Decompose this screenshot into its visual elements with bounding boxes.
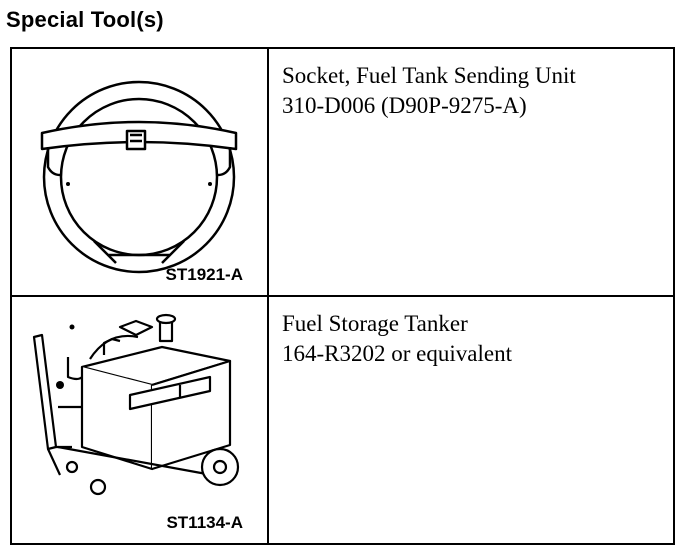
page-title: Special Tool(s)	[6, 7, 164, 32]
tool-part-number: 164-R3202 or equivalent	[282, 341, 512, 366]
socket-icon	[40, 80, 238, 274]
tool-image-ref: ST1134-A	[166, 513, 243, 532]
tool-name: Socket, Fuel Tank Sending Unit	[282, 63, 576, 88]
tool-illustration-cell: ST1134-A	[10, 295, 269, 545]
table-row: ST1921-A Socket, Fuel Tank Sending Unit …	[10, 47, 675, 297]
fuel-tanker-icon	[32, 313, 240, 496]
tool-description-cell: Fuel Storage Tanker 164-R3202 or equival…	[267, 295, 675, 545]
tool-name: Fuel Storage Tanker	[282, 311, 468, 336]
tool-illustration-cell: ST1921-A	[10, 47, 269, 297]
table-row: ST1134-A Fuel Storage Tanker 164-R3202 o…	[10, 295, 675, 545]
tool-part-number: 310-D006 (D90P-9275-A)	[282, 93, 527, 118]
tool-image-ref: ST1921-A	[165, 265, 243, 284]
special-tools-table: ST1921-A Socket, Fuel Tank Sending Unit …	[10, 47, 675, 545]
tool-description-cell: Socket, Fuel Tank Sending Unit 310-D006 …	[267, 47, 675, 297]
